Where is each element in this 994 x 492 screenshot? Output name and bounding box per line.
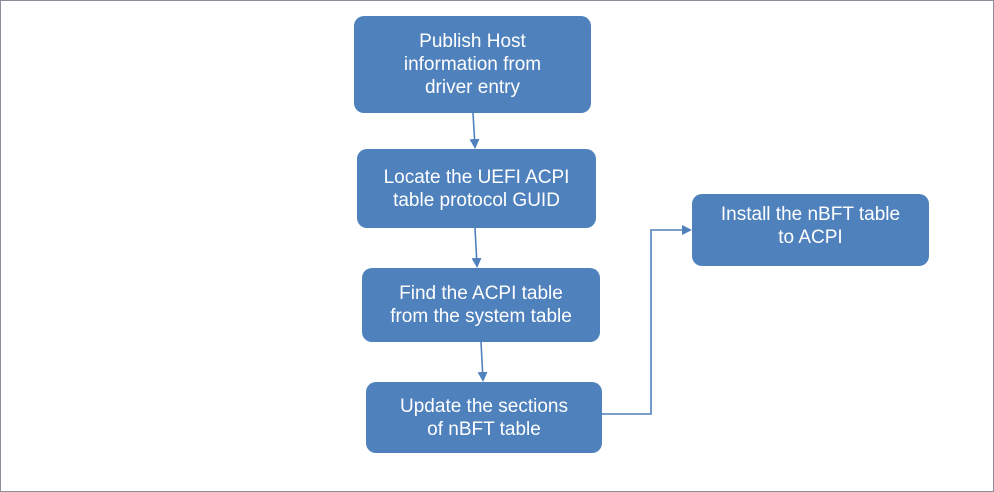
edge-find-to-update: [477, 341, 488, 382]
node-find-acpi-table-label: Find the ACPI table from the system tabl…: [390, 283, 572, 327]
edge-locate-to-find: [471, 227, 482, 268]
node-update-nbft-sections-label: Update the sections of nBFT table: [400, 395, 568, 440]
edge-publish-to-locate: [469, 112, 480, 149]
node-install-nbft-table-label: Install the nBFT table to ACPI: [720, 204, 901, 248]
node-find-acpi-table: Find the ACPI table from the system tabl…: [362, 268, 600, 342]
node-locate-acpi-protocol-label: Locate the UEFI ACPI table protocol GUID: [383, 166, 570, 211]
node-publish-host-info: Publish Host information from driver ent…: [354, 16, 591, 113]
edge-update-to-install: [602, 225, 692, 415]
node-install-nbft-table: Install the nBFT table to ACPI: [692, 194, 929, 266]
node-locate-acpi-protocol: Locate the UEFI ACPI table protocol GUID: [357, 149, 596, 228]
node-publish-host-info-label: Publish Host information from driver ent…: [403, 31, 542, 98]
node-update-nbft-sections: Update the sections of nBFT table: [366, 382, 602, 453]
